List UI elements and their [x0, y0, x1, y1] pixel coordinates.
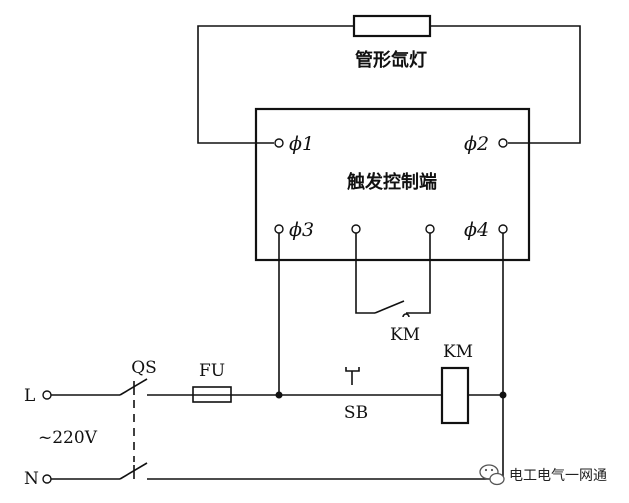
terminal-phi4 — [498, 224, 508, 234]
pin-label-phi3: ϕ3 — [289, 219, 314, 241]
wechat-icon — [479, 464, 505, 486]
pin-label-phi4: ϕ4 — [464, 219, 489, 241]
km-contact-label: KM — [390, 325, 420, 345]
terminal-n — [42, 474, 52, 484]
terminal-contact-b — [425, 224, 435, 234]
fuse-label: FU — [199, 361, 225, 381]
sb-label: SB — [344, 403, 368, 423]
qs-label: QS — [131, 358, 157, 378]
lamp-wire-left — [197, 25, 354, 144]
xenon-lamp-symbol — [352, 14, 432, 38]
km-contact-wire-right — [406, 233, 431, 314]
km-coil-symbol — [440, 366, 470, 425]
terminal-contact-a — [351, 224, 361, 234]
n-wire-2 — [147, 455, 504, 480]
terminal-l — [42, 390, 52, 400]
pin-label-phi1: ϕ1 — [289, 133, 314, 155]
terminal-phi2 — [498, 138, 508, 148]
line-n-label: N — [24, 469, 39, 489]
terminal-phi1 — [274, 138, 284, 148]
trigger-controller-box — [254, 107, 531, 262]
watermark-text: 电工电气一网通 — [509, 468, 607, 484]
junction-phi3 — [275, 391, 283, 399]
xenon-lamp-label: 管形氙灯 — [355, 49, 427, 71]
pin-label-phi2: ϕ2 — [464, 133, 489, 155]
lamp-wire-right — [430, 25, 581, 144]
line-l-label: L — [24, 386, 35, 406]
trigger-controller-label: 触发控制端 — [347, 171, 437, 193]
km-coil-label: KM — [443, 342, 473, 362]
km-contact-blade — [374, 300, 405, 314]
km-contact-wire-left — [355, 233, 375, 314]
voltage-label: ~220V — [38, 428, 98, 448]
sb-button-head — [345, 367, 360, 372]
junction-phi4 — [499, 391, 507, 399]
terminal-phi3 — [274, 224, 284, 234]
km-contact-arc — [402, 313, 410, 318]
